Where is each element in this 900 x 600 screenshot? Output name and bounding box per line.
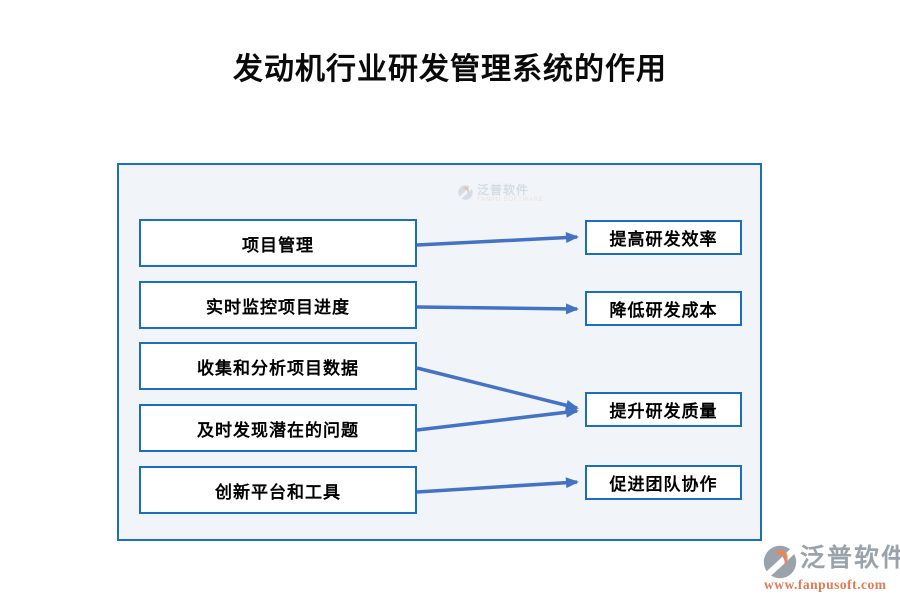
left-box-realtime-monitoring: 实时监控项目进度	[139, 281, 417, 329]
right-box-team-collaboration: 促进团队协作	[585, 465, 742, 500]
diagram-panel: 泛普软件 FANPU SOFTWARE 项目管理 实时监控项目进度 收集和分析项…	[117, 163, 762, 541]
left-box-innovation-platform: 创新平台和工具	[139, 466, 417, 514]
arrow-2	[416, 303, 579, 315]
left-box-detect-problems: 及时发现潜在的问题	[139, 404, 417, 452]
arrow-1	[416, 232, 579, 247]
watermark-brand: 泛普软件	[477, 183, 530, 197]
arrow-5	[416, 477, 579, 494]
left-box-project-management: 项目管理	[139, 219, 417, 267]
right-box-improve-quality: 提升研发质量	[585, 392, 742, 427]
footer-brand: 泛普软件	[800, 545, 900, 572]
arrow-4	[416, 406, 579, 432]
right-box-improve-efficiency: 提高研发效率	[585, 220, 742, 255]
watermark-logo-icon	[457, 185, 474, 201]
fanpu-logo-icon	[762, 545, 798, 580]
right-box-reduce-cost: 降低研发成本	[585, 291, 742, 326]
left-box-collect-analyze-data: 收集和分析项目数据	[139, 342, 417, 390]
footer-logo: 泛普软件 www.fanpusoft.com	[762, 544, 900, 594]
page-title: 发动机行业研发管理系统的作用	[233, 53, 667, 86]
watermark-subtext: FANPU SOFTWARE	[477, 197, 544, 203]
watermark: 泛普软件 FANPU SOFTWARE	[457, 184, 544, 203]
footer-website: www.fanpusoft.com	[764, 577, 887, 592]
arrow-3	[416, 366, 579, 411]
